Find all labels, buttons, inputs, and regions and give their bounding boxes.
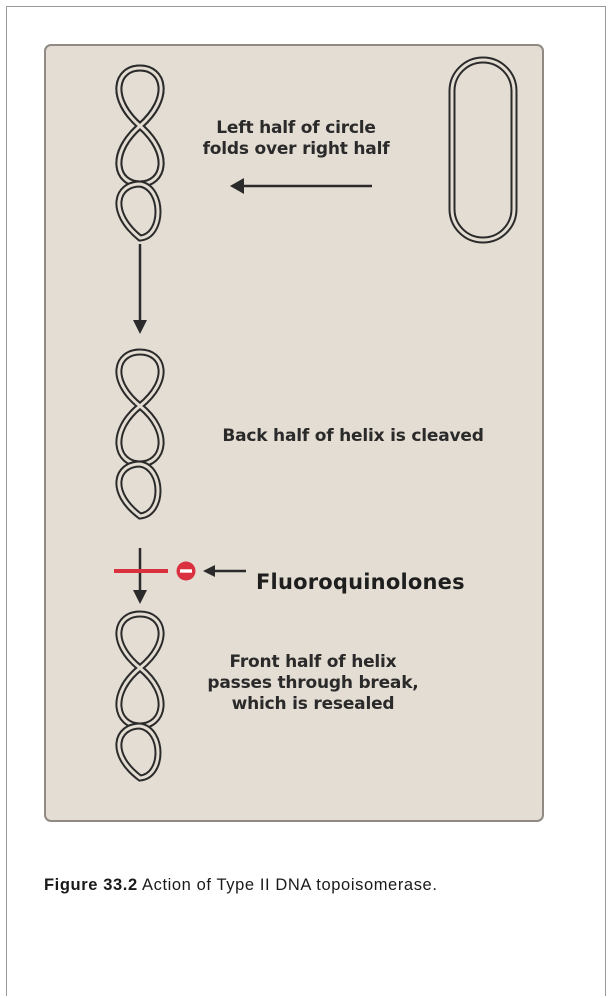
relaxed-circle: [452, 60, 514, 240]
caption-text: Action of Type II DNA topoisomerase.: [142, 876, 438, 894]
arrow-step-2: [133, 548, 147, 604]
step-label-reseal: Front half of helix passes through break…: [198, 652, 428, 715]
arrow-step-1: [133, 244, 147, 334]
caption-label: Figure 33.2: [44, 876, 138, 894]
helix-middle: [119, 352, 161, 516]
helix-top: [119, 68, 161, 238]
figure-caption: Figure 33.2 Action of Type II DNA topois…: [44, 876, 438, 895]
step-label-fold: Left half of circle folds over right hal…: [196, 118, 396, 160]
step-label-cleave: Back half of helix is cleaved: [200, 426, 506, 447]
arrow-fold: [230, 178, 372, 194]
inhibitor-label: Fluoroquinolones: [256, 570, 465, 594]
minus-circle-icon: [177, 562, 196, 581]
arrow-inhibitor: [203, 565, 246, 577]
helix-bottom: [119, 614, 161, 778]
